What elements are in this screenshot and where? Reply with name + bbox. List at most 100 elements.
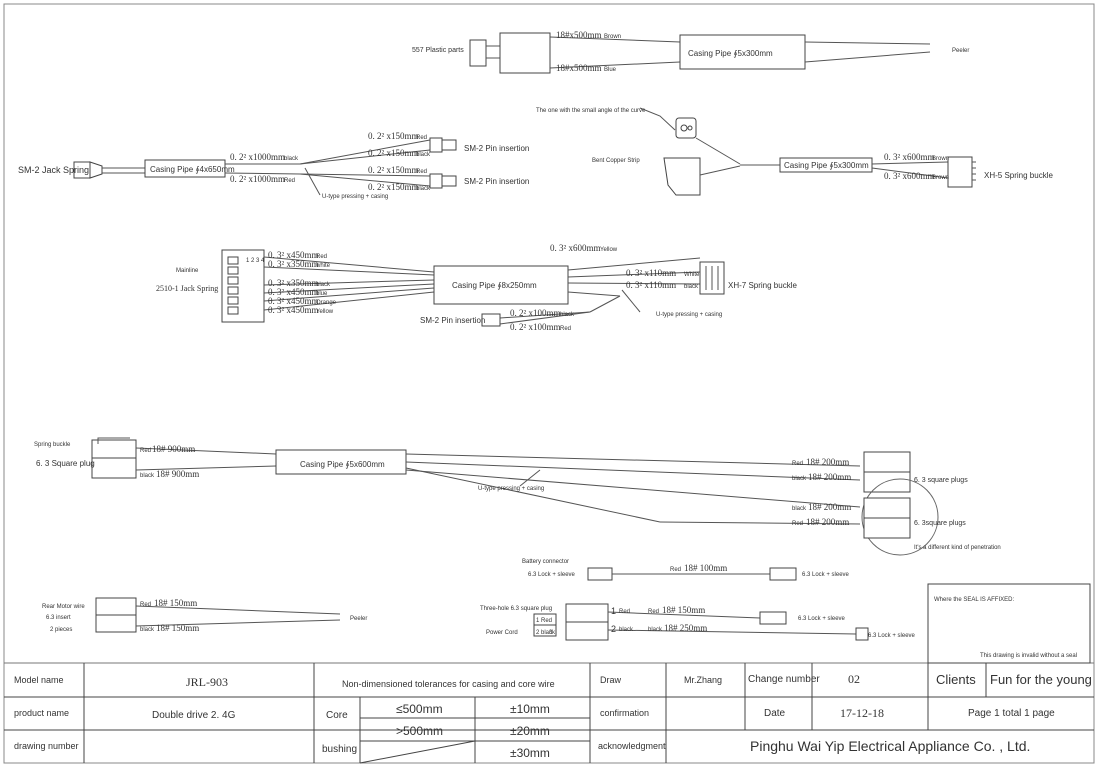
label-acknowledgment: acknowledgment [598,741,666,751]
label-wire-4-color: blue [316,291,328,297]
label-mainline-idx: 1 2 3 4 [246,258,265,264]
label-power-w2: 18# 250mm [664,623,707,633]
label-557-w2-color: Blue [604,67,617,73]
label-sm2-w1: 0. 2² x1000mm [230,152,285,162]
label-sm2-b2-color: black [416,152,431,158]
section-mainline-harness: 1 2 3 4 Mainline 2510-1 Jack Spring 0. 3… [156,243,797,332]
label-penetration-note: It's a different kind of penetration [914,545,1001,551]
casing-pipe-square [275,449,407,475]
label-mainline-s2-color: Red [560,326,571,332]
label-sm2-casing: Casing Pipe ∮4x650mm [150,165,235,174]
label-wire-2-color: white [315,263,331,269]
value-tol2-range: >500mm [396,724,443,738]
label-mainline-r1-color: White [684,272,700,278]
label-mainline-casing: Casing Pipe ∮8x250mm [452,281,537,290]
label-mainline-r2: 0. 3² x110mm [626,280,676,290]
section-sm2-harness: SM-2 Jack Spring Casing Pipe ∮4x650mm 0.… [18,131,529,200]
label-557-w1-color: Brown [604,34,621,40]
label-change-number: Change number [748,674,820,685]
section-power-cord: Three-hole 6.3 square plug Power Cord 1 … [480,603,916,641]
label-power-w2-color: black [648,627,663,633]
label-557-w1: 18#x500mm [556,30,602,40]
label-wire-6: 0. 3² x450mm [268,305,318,315]
label-wire-1: 0. 3² x450mm [268,250,318,260]
label-mainline-upress: U-type pressing + casing [656,312,722,318]
label-wire-2: 0. 3² x350mm [268,259,318,269]
label-square-casing: Casing Pipe ∮5x600mm [300,460,385,469]
label-date: Date [764,708,786,719]
label-power-title: Three-hole 6.3 square plug [480,606,552,612]
pin-sm2-upper [429,137,443,153]
label-model-name: Model name [14,675,64,685]
label-xh5-curve: The one with the small angle of the curv… [536,108,646,114]
label-square-plug: 6. 3 Square plug [36,459,95,468]
title-block: Model name JRL-903 product name Double d… [4,663,1094,764]
label-wire-4: 0. 3² x450mm [268,287,318,297]
pin-sm2-mainline [481,313,501,327]
section-557-harness: 557 Plastic parts 18#x500mm Brown 18#x50… [412,30,969,74]
label-sm2-b4-color: black [416,186,431,192]
label-power-box3: 3 [549,630,553,636]
power-lock-2 [855,627,869,641]
label-557-plastic: 557 Plastic parts [412,47,464,54]
label-square-r4: 18# 200mm [806,517,849,527]
label-square-w2: 18# 900mm [156,469,199,479]
label-square-r3-color: black [792,506,807,512]
bent-copper-strip [663,157,701,196]
label-power-box1: 1 Red [536,618,552,624]
label-clients: Clients [936,672,976,687]
label-sm2-w1-color: black [284,156,299,162]
value-change-number: 02 [848,672,860,686]
label-tolerance-title: Non-dimensioned tolerances for casing an… [342,679,555,689]
label-xh5-w1: 0. 3² x600mm [884,152,934,162]
connector-square-plug-left [91,439,137,479]
label-square-r1: 18# 200mm [806,457,849,467]
label-battery-right: 6.3 Lock + sleeve [802,572,850,578]
label-power-w1-color: Red [648,609,659,615]
label-mainline-yellow-color: Yellow [600,247,618,253]
label-power-lock2: 6.3 Lock + sleeve [868,633,916,639]
label-power-w1: 18# 150mm [662,605,705,615]
label-mainline-sm2: SM-2 Pin insertion [420,316,485,325]
label-wire-6-color: Yellow [316,309,334,315]
value-date: 17-12-18 [840,706,884,720]
label-square-plugs-2: 6. 3square plugs [914,520,966,527]
label-mainline-s2: 0. 2² x100mm [510,322,560,332]
section-battery-connector: Battery connector 6.3 Lock + sleeve Red … [522,559,850,581]
label-draw: Draw [600,675,622,685]
casing-pipe-557 [679,34,806,70]
label-battery-w-color: Red [670,567,681,573]
label-square-r1-color: Red [792,461,803,467]
label-mainline-s1-color: black [560,312,575,318]
battery-lock-right [769,567,797,581]
label-xh5-w1-color: Brown [932,156,949,162]
label-seal-top: Where the SEAL IS AFFIXED: [934,597,1014,603]
label-sm2-upress: U-type pressing + casing [322,194,388,200]
label-wire-3: 0. 3² x350mm [268,278,318,288]
label-power-box2: 2 black [536,630,556,636]
label-square-w1: 18# 900mm [152,444,195,454]
label-rear-motor-w1: 18# 150mm [154,598,197,608]
battery-lock-left [587,567,613,581]
value-tol3: ±30mm [510,746,550,760]
label-power-cord: Power Cord [486,630,518,636]
label-rear-motor-w2: 18# 150mm [156,623,199,633]
label-557-casing: Casing Pipe ∮5x300mm [688,49,773,58]
bent-copper-head [675,117,697,139]
label-wire-5: 0. 3² x450mm [268,296,318,306]
label-square-r3: 18# 200mm [808,502,851,512]
label-bushing: bushing [322,744,357,755]
label-sm2-b3: 0. 2² x150mm [368,165,418,175]
value-tol1: ±10mm [510,702,550,716]
label-wire-5-color: Orange [316,300,337,306]
label-rear-motor-2: 6.3 insert [46,615,71,621]
section-square-plug-harness: Spring buckle 6. 3 Square plug Red 18# 9… [34,437,1001,556]
label-square-plugs-1: 6. 3 square plugs [914,477,968,484]
label-mainline-yellow: 0. 3² x600mm [550,243,600,253]
casing-pipe-xh5 [779,157,873,173]
section-rear-motor: Rear Motor wire 6.3 insert 2 pieces Red … [42,597,367,633]
value-draw: Mr.Zhang [684,675,722,685]
label-power-lock1: 6.3 Lock + sleeve [798,616,846,622]
casing-pipe-mainline [433,265,569,305]
